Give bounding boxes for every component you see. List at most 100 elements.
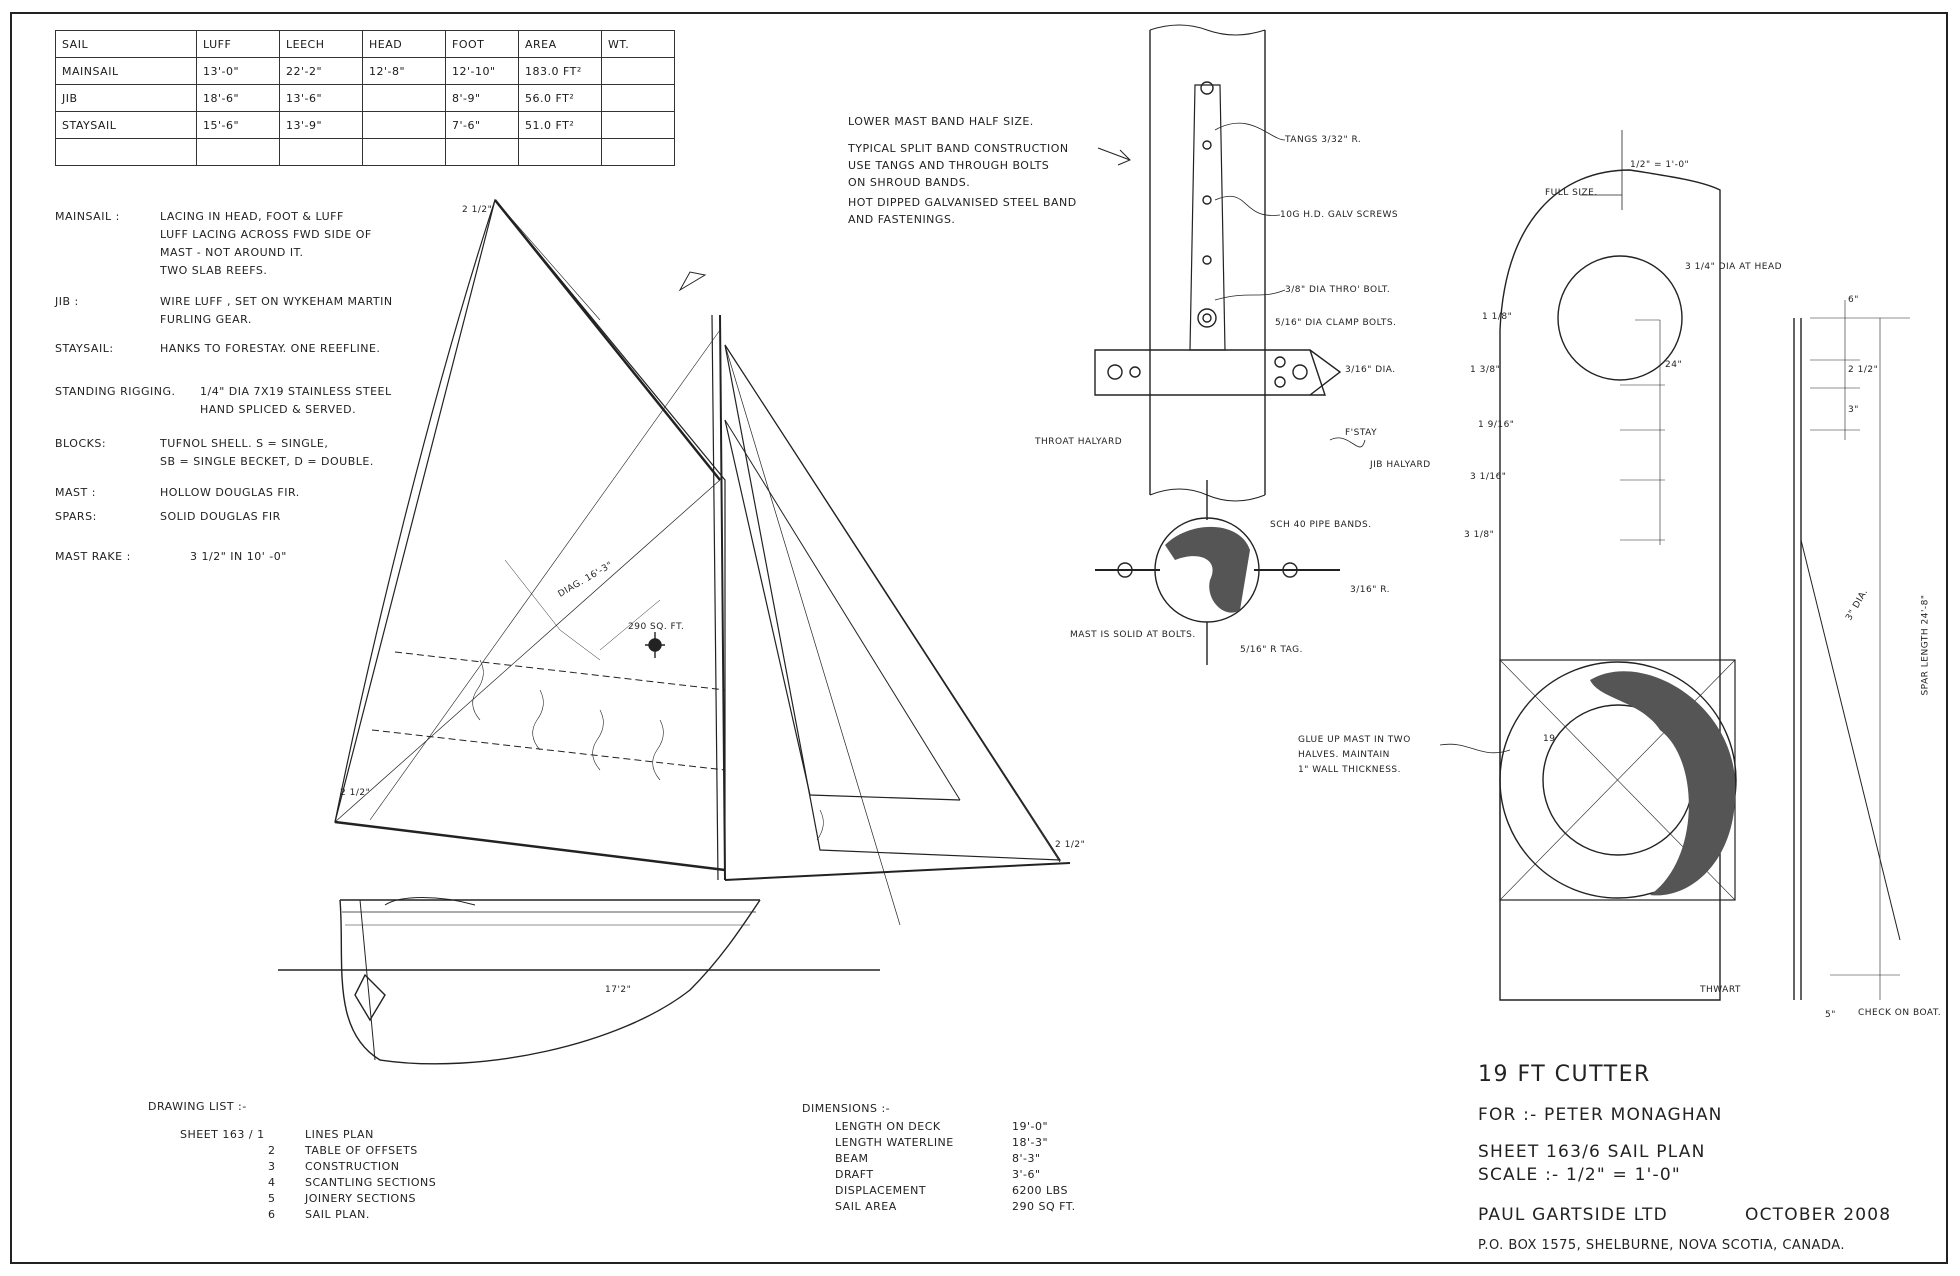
table-cell: 13'-6": [279, 84, 363, 112]
note-label: Mast Rake :: [55, 550, 131, 563]
title-block-sheet: Sheet 163/6 Sail plan: [1478, 1142, 1706, 1162]
callout-tangs: Tangs 3/32" R.: [1285, 135, 1362, 145]
note-label: Spars:: [55, 510, 97, 523]
dimension-value: 19'-0": [1012, 1120, 1049, 1133]
mast: [719, 314, 726, 881]
callout-screws: 10g H.D. galv screws: [1280, 210, 1399, 220]
table-cell: [601, 111, 675, 139]
hull-outline: [339, 899, 761, 1065]
thro-bolt: [1197, 308, 1217, 328]
table-cell: [362, 84, 446, 112]
callout-thru-bolt: 3/8" dia thro' bolt.: [1285, 285, 1391, 295]
dim-label: 1 3/8": [1470, 365, 1501, 375]
mainsail: [334, 198, 726, 871]
note-label: Staysail:: [55, 342, 114, 355]
note-line: mast - not around it.: [160, 246, 304, 259]
dim-label: 1 9/16": [1478, 420, 1515, 430]
dimension-value: 8'-3": [1012, 1152, 1041, 1165]
title-block-scale: Scale :- 1/2" = 1'-0": [1478, 1165, 1681, 1185]
note-line: Two slab reefs.: [160, 264, 268, 277]
dimension-key: Sail area: [835, 1200, 897, 1213]
drawing-list-item: Joinery sections: [305, 1192, 416, 1205]
note-line: luff lacing across fwd side of: [160, 228, 372, 241]
table-header-cell: Wt.: [601, 30, 675, 58]
drawing-list-item: Construction: [305, 1160, 400, 1173]
title-block-address: P.O. Box 1575, Shelburne, Nova Scotia, C…: [1478, 1238, 1846, 1253]
waterline-length-label: 17'2": [605, 985, 632, 995]
table-cell: 7'-6": [445, 111, 519, 139]
note-line: 3 1/2" in 10' -0": [190, 550, 287, 563]
table-cell: 12'-8": [362, 57, 446, 85]
dim-label: 3 1/16": [1470, 472, 1507, 482]
note-line: furling gear.: [160, 313, 252, 326]
peak-label: 2 1/2": [462, 205, 493, 215]
table-cell: 13'-0": [196, 57, 280, 85]
table-cell: Mainsail: [55, 57, 197, 85]
note-line: Wire luff , set on Wykeham Martin: [160, 295, 393, 308]
table-cell: [601, 57, 675, 85]
dimension-key: Beam: [835, 1152, 869, 1165]
table-cell: 8'-9": [445, 84, 519, 112]
mast-section-scale: 1/2" = 1'-0": [1630, 160, 1690, 170]
dim-label: 6": [1848, 295, 1859, 305]
dimension-value: 3'-6": [1012, 1168, 1041, 1181]
table-header-cell: Luff: [196, 30, 280, 58]
callout-jib-halyard: Jib halyard: [1370, 460, 1431, 470]
drawing-list-item: Sail plan.: [305, 1208, 370, 1221]
drawing-list-number: 3: [268, 1160, 276, 1173]
table-cell: 56.0 ft²: [518, 84, 602, 112]
title-block-firm: Paul Gartside Ltd: [1478, 1205, 1668, 1225]
dimension-key: Displacement: [835, 1184, 927, 1197]
drawing-list-title: Drawing list :-: [148, 1100, 247, 1113]
glue-note-line: 1" wall thickness.: [1298, 765, 1401, 775]
mast-band-title: Lower mast band Half size.: [848, 115, 1034, 128]
table-row: [55, 138, 675, 166]
dim-label: 1 1/8": [1482, 312, 1513, 322]
callout-clamp-bolts: 5/16" dia clamp bolts.: [1275, 318, 1397, 328]
jib: [724, 344, 1062, 861]
dimensions-title: Dimensions :-: [802, 1102, 891, 1115]
glue-note-line: halves. Maintain: [1298, 750, 1390, 760]
callout-tag: 5/16" R tag.: [1240, 645, 1303, 655]
mast-section-circle: [1499, 661, 1737, 899]
full-size-label: Full size.: [1545, 188, 1598, 198]
drawing-list-number: 2: [268, 1144, 276, 1157]
callout-pipe-bands: Sch 40 pipe bands.: [1270, 520, 1372, 530]
dim-label: 3": [1848, 405, 1859, 415]
check-on-boat-label: Check on boat.: [1858, 1008, 1942, 1018]
note-line: Lacing in head, foot & luff: [160, 210, 344, 223]
bowsprit: [724, 862, 1071, 881]
table-cell: 183.0 ft²: [518, 57, 602, 85]
mast-band-desc: Hot dipped galvanised steel band: [848, 196, 1077, 209]
note-line: Hollow Douglas fir.: [160, 486, 300, 499]
drawing-list-number: 4: [268, 1176, 276, 1189]
gaff: [494, 199, 721, 481]
mast-band: [1094, 349, 1326, 396]
dim-label: 5": [1825, 1010, 1836, 1020]
dimension-key: Length on deck: [835, 1120, 941, 1133]
dimension-value: 290 sq ft.: [1012, 1200, 1076, 1213]
mast-band-desc: Typical split band construction: [848, 142, 1069, 155]
drawing-list-item: Table of offsets: [305, 1144, 418, 1157]
note-label: Jib :: [55, 295, 79, 308]
dim-19-label: 19: [1543, 734, 1556, 744]
note-line: Hanks to forestay. One reefline.: [160, 342, 381, 355]
dimension-value: 6200 lbs: [1012, 1184, 1068, 1197]
drawing-list-item: Lines plan: [305, 1128, 374, 1141]
table-cell: 13'-9": [279, 111, 363, 139]
dimension-value: 18'-3": [1012, 1136, 1049, 1149]
drawing-list-number: 5: [268, 1192, 276, 1205]
note-line: SB = single becket, D = double.: [160, 455, 374, 468]
callout-solid: Mast is solid at bolts.: [1070, 630, 1196, 640]
note-line: Solid Douglas fir: [160, 510, 281, 523]
drawing-list-sheet: Sheet 163 / 1: [180, 1128, 265, 1141]
dimension-key: Draft: [835, 1168, 874, 1181]
note-label: Blocks:: [55, 437, 107, 450]
sail-table: Sail Luff Leech Head Foot Area Wt. Mains…: [55, 30, 675, 166]
callout-dia: 3/16" dia.: [1345, 365, 1396, 375]
sail-table-header: Sail Luff Leech Head Foot Area Wt.: [55, 30, 675, 58]
table-row: Mainsail 13'-0" 22'-2" 12'-8" 12'-10" 18…: [55, 57, 675, 85]
mast-band-desc: and fastenings.: [848, 213, 956, 226]
rudder: [354, 973, 386, 1022]
